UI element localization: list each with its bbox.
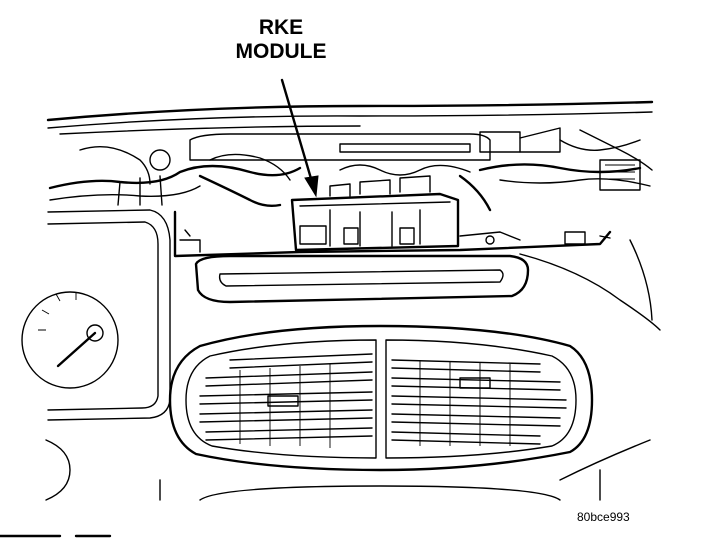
dash-pad-lower-edge [173, 210, 612, 258]
leader-arrow [280, 78, 319, 198]
lower-console [159, 469, 601, 501]
wiring-harness [48, 127, 653, 212]
rke-module-callout: RKE MODULE [226, 16, 336, 64]
instrument-cluster [21, 145, 171, 501]
callout-line-1: RKE [258, 16, 304, 39]
upper-vent-slot [194, 254, 530, 304]
center-vent-housing [168, 324, 594, 472]
right-dash-panel [519, 239, 661, 481]
rke-module-box [290, 175, 460, 252]
windshield-edge [46, 100, 654, 135]
callout-line-2: MODULE [235, 40, 327, 63]
figure-id: 80bce993 [577, 510, 630, 524]
left-vent-louvers [199, 353, 373, 448]
right-vent-louvers [391, 359, 567, 446]
upper-dash-opening [189, 133, 491, 161]
